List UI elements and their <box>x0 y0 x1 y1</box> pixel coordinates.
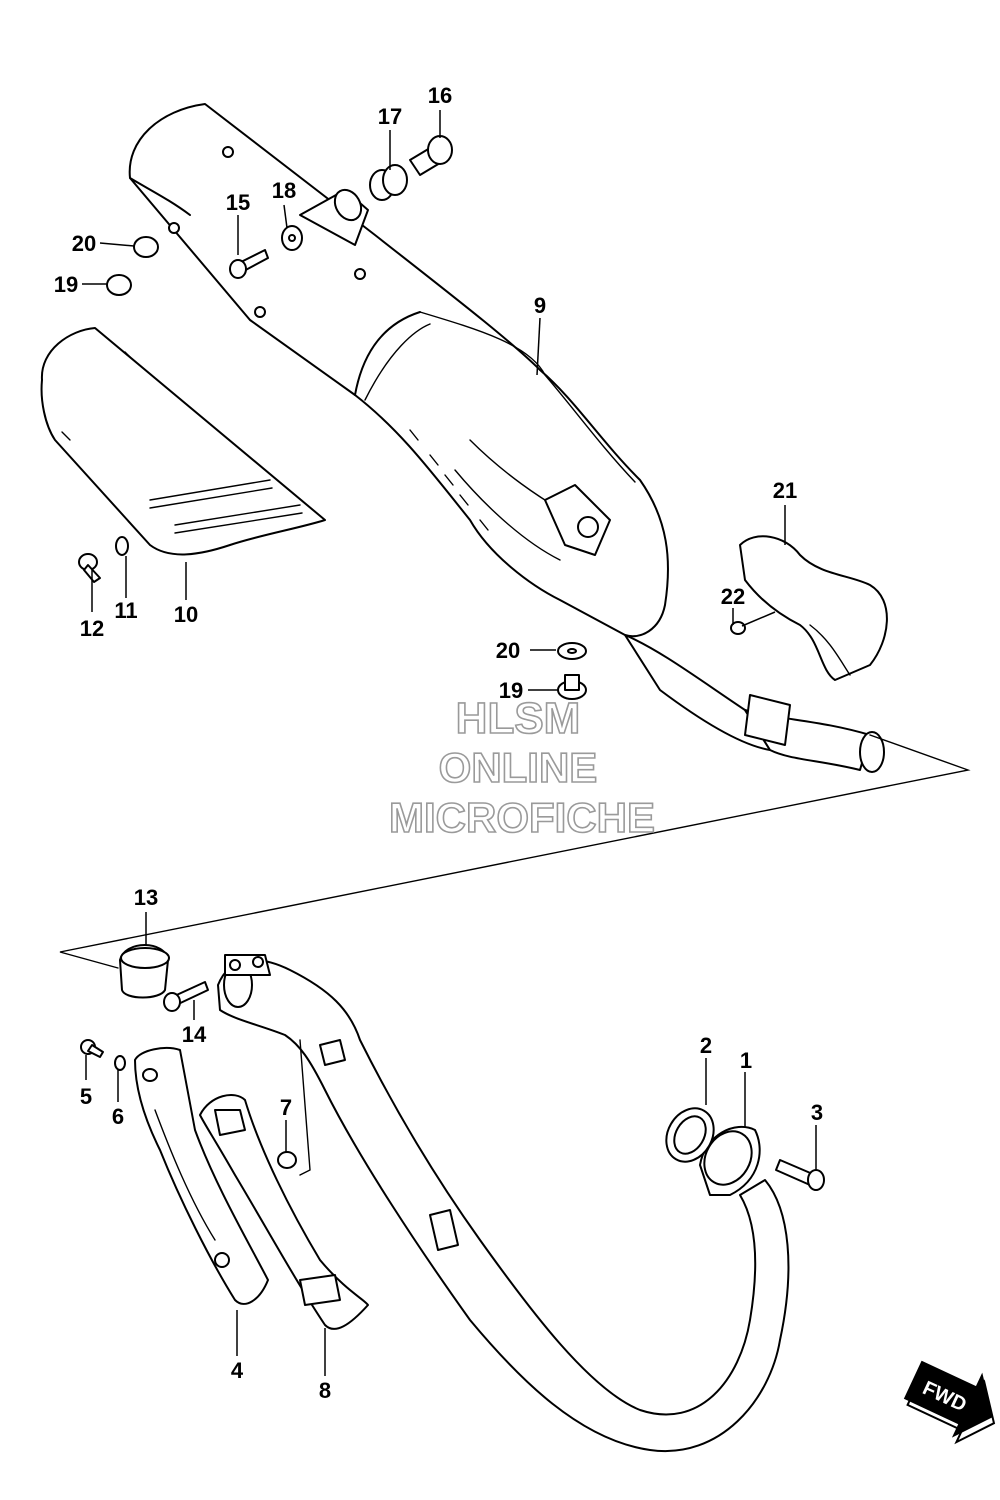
bolt-3 <box>775 1159 825 1191</box>
bolt-16 <box>409 135 453 176</box>
bracket-21 <box>739 535 888 681</box>
clip-7 <box>277 1151 297 1169</box>
callout-17: 17 <box>378 104 402 129</box>
callout-labels: 1 2 3 4 5 6 7 8 9 10 11 12 13 14 15 16 1… <box>54 83 823 1403</box>
callout-20-mid: 20 <box>496 638 520 663</box>
callout-1: 1 <box>740 1048 752 1073</box>
section-divider <box>59 734 971 969</box>
cap-19-top <box>106 274 132 296</box>
callout-19-top: 19 <box>54 272 78 297</box>
callout-11: 11 <box>114 598 137 623</box>
bolt-12 <box>78 553 101 583</box>
connector-13 <box>119 944 170 999</box>
bolt-15 <box>229 249 269 279</box>
callout-6: 6 <box>112 1104 124 1129</box>
callout-2: 2 <box>700 1033 712 1058</box>
callout-21: 21 <box>773 478 797 503</box>
nut-20-top <box>133 236 159 258</box>
watermark-line-3: MICROFICHE <box>389 794 655 841</box>
callout-14: 14 <box>182 1022 207 1047</box>
grommet-17 <box>369 164 408 201</box>
gasket-2-inner <box>673 1115 707 1155</box>
callout-22: 22 <box>721 584 745 609</box>
leader-lines <box>82 110 817 1376</box>
clip-7-line <box>299 1039 311 1176</box>
callout-4: 4 <box>231 1358 244 1383</box>
callout-8: 8 <box>319 1378 331 1403</box>
callout-20-top: 20 <box>72 231 96 256</box>
fwd-arrow-icon: FWD <box>903 1360 996 1445</box>
watermark-line-1: HLSM <box>456 694 581 743</box>
muffler <box>128 103 885 773</box>
callout-10: 10 <box>174 602 198 627</box>
pipe-heat-shield-4 <box>134 1047 269 1305</box>
washer-18-hole <box>288 234 296 242</box>
callout-12: 12 <box>80 616 104 641</box>
callout-18: 18 <box>272 178 296 203</box>
callout-5: 5 <box>80 1084 92 1109</box>
callout-19-mid: 19 <box>499 678 523 703</box>
bolt-5 <box>80 1039 104 1058</box>
watermark-line-2: ONLINE <box>439 744 598 791</box>
callout-7: 7 <box>280 1095 292 1120</box>
bolt-14 <box>163 981 209 1012</box>
washer-20-mid-hole <box>567 648 577 654</box>
washer-6 <box>114 1055 126 1071</box>
washer-11 <box>115 536 129 556</box>
exhaust-pipe <box>217 954 790 1453</box>
muffler-heat-shield <box>40 327 326 556</box>
callout-13: 13 <box>134 885 158 910</box>
callout-15: 15 <box>226 190 250 215</box>
screw-22 <box>730 621 746 635</box>
callout-16: 16 <box>428 83 452 108</box>
callout-3: 3 <box>811 1100 823 1125</box>
pipe-heat-shield-8 <box>199 1094 369 1330</box>
watermark: HLSM ONLINE MICROFICHE <box>388 693 656 842</box>
callout-9: 9 <box>534 293 546 318</box>
